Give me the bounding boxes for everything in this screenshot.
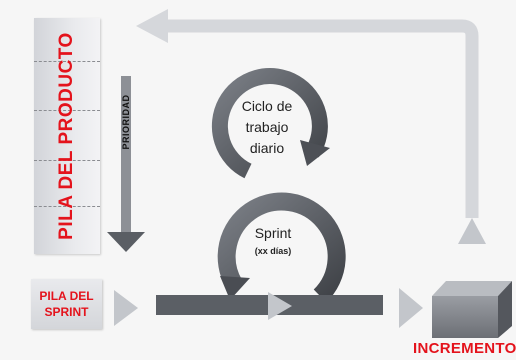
output-arrow: [399, 288, 423, 328]
sprint-backlog-box: PILA DEL SPRINT: [31, 279, 102, 329]
sprint-backlog-label-line2: SPRINT: [44, 305, 89, 319]
backlog-divider: [34, 110, 100, 111]
priority-label: PRIORIDAD: [121, 94, 131, 150]
daily-cycle-loop: [211, 68, 330, 179]
daily-cycle-text: Ciclo de trabajo diario: [218, 96, 316, 159]
sprint-backlog-label: PILA DEL SPRINT: [39, 288, 93, 320]
daily-cycle-line3: diario: [249, 140, 285, 156]
sprint-process-bar: [156, 292, 383, 320]
product-backlog-stack: [34, 18, 100, 254]
backlog-divider: [34, 206, 100, 207]
increment-label: INCREMENTO: [413, 340, 516, 357]
daily-cycle-line2: trabajo: [245, 119, 289, 135]
sprint-loop: [217, 192, 346, 303]
sprint-backlog-label-line1: PILA DEL: [39, 289, 94, 303]
priority-arrow: [107, 76, 145, 252]
daily-cycle-line1: Ciclo de: [241, 98, 293, 114]
product-backlog-label: PILA DEL PRODUCTO: [56, 32, 77, 240]
sprint-label: Sprint: [254, 225, 292, 241]
increment-box: [432, 281, 512, 338]
feedback-arrow: [136, 9, 486, 244]
input-arrow: [114, 290, 138, 326]
sprint-duration: (xx días): [254, 246, 292, 256]
backlog-divider: [34, 160, 100, 161]
backlog-divider: [34, 61, 100, 62]
